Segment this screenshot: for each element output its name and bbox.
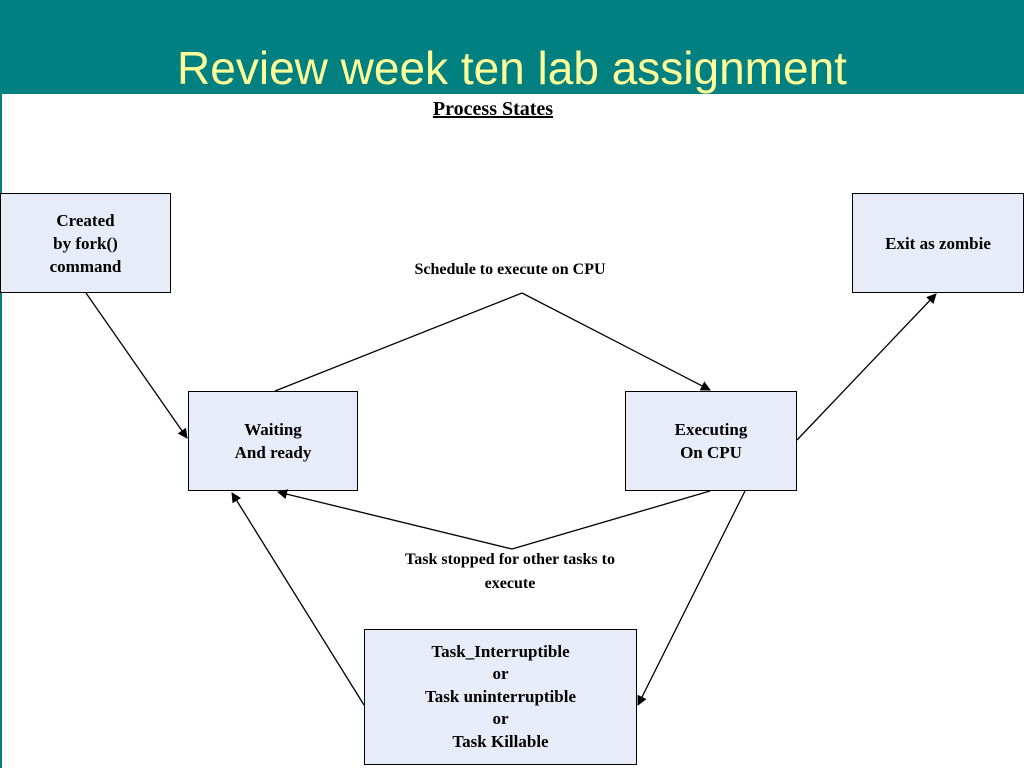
edge-preempt-to-waiting [277, 489, 513, 550]
node-sleeping-states: Task_Interruptible or Task uninterruptib… [364, 629, 637, 765]
edge-schedule-to-executing [521, 292, 711, 391]
edge-label-preempt-line-1: Task stopped for other tasks to [405, 551, 615, 568]
edge-label-preempt-line-2: execute [484, 575, 536, 592]
node-created: Created by fork() command [0, 193, 171, 293]
node-waiting-ready: Waiting And ready [188, 391, 358, 491]
node-created-line-2: by fork() [53, 233, 118, 253]
node-sleeping-line-2: or [492, 664, 509, 684]
node-executing-line-1: Executing [674, 420, 748, 439]
diagram-title: Process States [432, 98, 554, 120]
node-waiting-line-2: And ready [234, 443, 312, 462]
node-executing-line-2: On CPU [680, 443, 742, 462]
edge-schedule-left [274, 292, 523, 392]
edge-label-preempt: Task stopped for other tasks to execute [355, 548, 665, 596]
node-sleeping-line-1: Task_Interruptible [431, 641, 570, 661]
edge-sleeping-to-waiting [231, 492, 365, 706]
node-executing-cpu: Executing On CPU [625, 391, 797, 491]
node-sleeping-line-5: Task Killable [452, 731, 549, 751]
edge-preempt-right [511, 490, 711, 550]
node-exit-line-1: Exit as zombie [885, 233, 991, 253]
node-sleeping-line-4: or [492, 709, 509, 729]
node-created-line-1: Created [56, 210, 115, 230]
slide-title: Review week ten lab assignment [177, 42, 847, 94]
node-exit-zombie: Exit as zombie [852, 193, 1024, 293]
edge-executing-to-exit [796, 293, 937, 441]
edge-label-schedule: Schedule to execute on CPU [414, 261, 606, 278]
node-waiting-line-1: Waiting [244, 420, 302, 439]
edge-created-to-waiting [85, 292, 188, 439]
node-sleeping-line-3: Task uninterruptible [425, 686, 576, 706]
node-created-line-3: command [49, 256, 122, 276]
edge-executing-to-sleeping [637, 490, 746, 706]
